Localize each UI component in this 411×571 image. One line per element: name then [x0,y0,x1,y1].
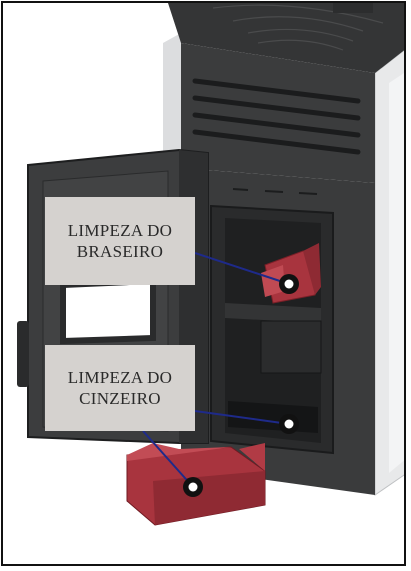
ash-drawer-box [261,321,321,373]
callout-braseiro-line1: LIMPEZA DO [45,220,195,241]
door-window [63,281,153,341]
marker-ash-pan [183,477,203,497]
callout-ashtray-cleaning: LIMPEZA DO CINZEIRO [45,345,195,431]
stove-left-panel [163,33,181,163]
diagram-frame: LIMPEZA DO BRASEIRO LIMPEZA DO CINZEIRO [1,1,406,566]
door-handle [17,321,29,387]
marker-braseiro [279,274,299,294]
callout-cinzeiro-line2: CINZEIRO [45,388,195,409]
callout-brazier-cleaning: LIMPEZA DO BRASEIRO [45,197,195,285]
callout-braseiro-line2: BRASEIRO [45,241,195,262]
marker-cinzeiro [279,414,299,434]
callout-cinzeiro-line1: LIMPEZA DO [45,367,195,388]
